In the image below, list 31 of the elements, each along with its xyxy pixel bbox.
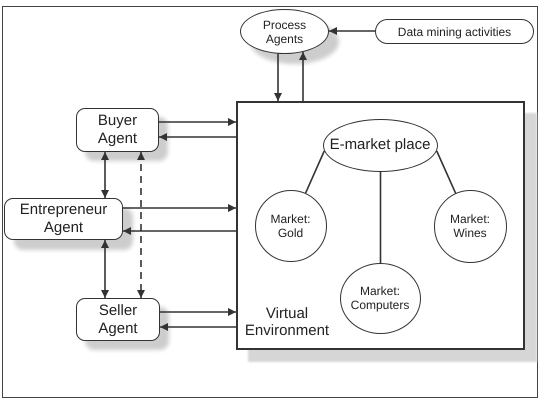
- arrow: [123, 227, 236, 235]
- node-label: Seller Agent: [97, 302, 139, 338]
- arrow: [101, 240, 109, 298]
- ellipse-node: [322, 118, 438, 172]
- arrow: [123, 204, 236, 212]
- node-label: Buyer Agent: [96, 112, 138, 148]
- node-label: Market: Computers: [350, 284, 410, 312]
- node-label: Virtual Environment: [244, 305, 330, 339]
- arrow: [160, 308, 236, 316]
- node-label: Market: Wines: [448, 212, 491, 240]
- agent-box: [4, 198, 123, 240]
- arrow: [159, 133, 236, 141]
- rounded-box: [375, 19, 534, 44]
- connector-line: [436, 150, 456, 194]
- arrow: [159, 118, 236, 126]
- agent-box: [76, 298, 160, 341]
- node-label: Data mining activities: [398, 24, 512, 38]
- agent-box: [76, 108, 159, 152]
- connector-line: [304, 150, 325, 194]
- node-label: Process Agents: [262, 18, 308, 46]
- environment-box: [236, 101, 525, 350]
- arrow: [101, 152, 109, 198]
- node-label: Entrepreneur Agent: [18, 201, 108, 237]
- connector-line: [380, 172, 382, 263]
- arrow: [160, 323, 236, 331]
- node-label: Market: Gold: [269, 212, 312, 240]
- arrow: [299, 52, 307, 101]
- node-label: E-market place: [330, 136, 430, 154]
- arrow: [274, 54, 282, 101]
- arrow: [329, 27, 375, 35]
- dashed-arrow: [137, 152, 145, 298]
